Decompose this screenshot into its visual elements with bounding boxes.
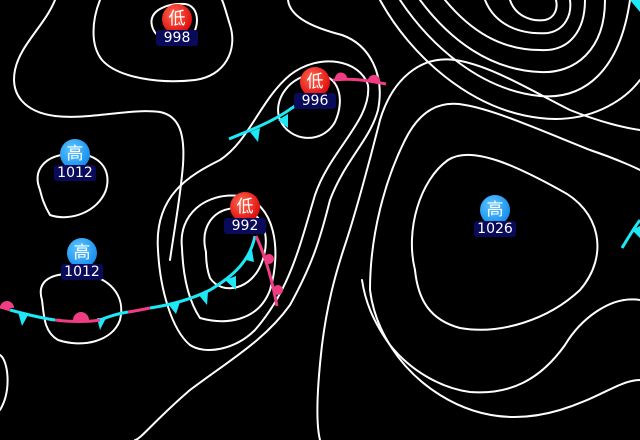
warm-front-992	[254, 235, 279, 307]
pressure-value: 996	[294, 93, 336, 109]
cold-front-barb	[250, 128, 260, 142]
fronts	[0, 0, 640, 330]
cold-front-barb	[198, 292, 208, 305]
warm-front-bump	[273, 285, 283, 295]
cold-front-barb	[278, 114, 288, 128]
cold-front-996	[228, 100, 301, 141]
cold-front-east-edge	[620, 219, 640, 249]
isobar	[13, 0, 185, 261]
pressure-value: 1012	[54, 165, 96, 181]
cold-front-barb	[225, 276, 236, 290]
high-symbol: 高	[67, 238, 97, 268]
isobar	[92, 0, 234, 83]
pressure-value: 992	[224, 218, 266, 234]
pressure-value: 998	[156, 30, 198, 46]
cold-front-barb	[18, 312, 28, 326]
cold-front-east-edge	[630, 0, 640, 12]
isobar	[361, 279, 640, 394]
isobar	[444, 0, 586, 52]
low-symbol: 低	[162, 4, 192, 34]
isobar	[369, 102, 640, 291]
pressure-value: 1012	[61, 264, 103, 280]
warm-front-996	[332, 77, 387, 86]
warm-front-bump	[73, 312, 89, 320]
isobar	[509, 0, 558, 22]
isobar	[36, 152, 109, 219]
isobar	[203, 207, 267, 290]
isobar	[316, 58, 640, 440]
stationary-front-west	[9, 308, 56, 322]
stationary-front-west	[127, 306, 151, 314]
warm-front-bump	[334, 72, 347, 79]
isobar	[399, 0, 631, 98]
cold-front-barb	[632, 226, 640, 238]
isobar	[39, 272, 123, 345]
pressure-value: 1026	[474, 221, 516, 237]
isobar	[419, 0, 606, 74]
low-symbol: 低	[300, 67, 330, 97]
low-symbol: 低	[230, 192, 260, 222]
high-symbol: 高	[480, 195, 510, 225]
warm-front-bump	[368, 74, 381, 82]
low-pressure-center: 低 992	[224, 192, 266, 242]
low-pressure-center: 低 998	[156, 4, 198, 54]
high-pressure-center: 高 1012	[61, 238, 103, 288]
isobar	[411, 153, 599, 331]
isobar	[134, 0, 381, 440]
cold-front-barb	[246, 250, 254, 262]
isobar	[484, 0, 572, 35]
isobar	[379, 0, 640, 120]
warm-front-bump	[0, 301, 14, 308]
isobar	[277, 73, 341, 139]
cold-front-barb	[168, 302, 180, 314]
isobar	[0, 354, 9, 411]
stationary-front-west	[54, 318, 101, 323]
low-pressure-center: 低 996	[294, 67, 336, 117]
high-pressure-center: 高 1012	[54, 139, 96, 189]
high-pressure-center: 高 1026	[474, 195, 516, 245]
warm-front-bump	[264, 254, 274, 264]
high-symbol: 高	[60, 139, 90, 169]
isobar	[156, 60, 370, 351]
